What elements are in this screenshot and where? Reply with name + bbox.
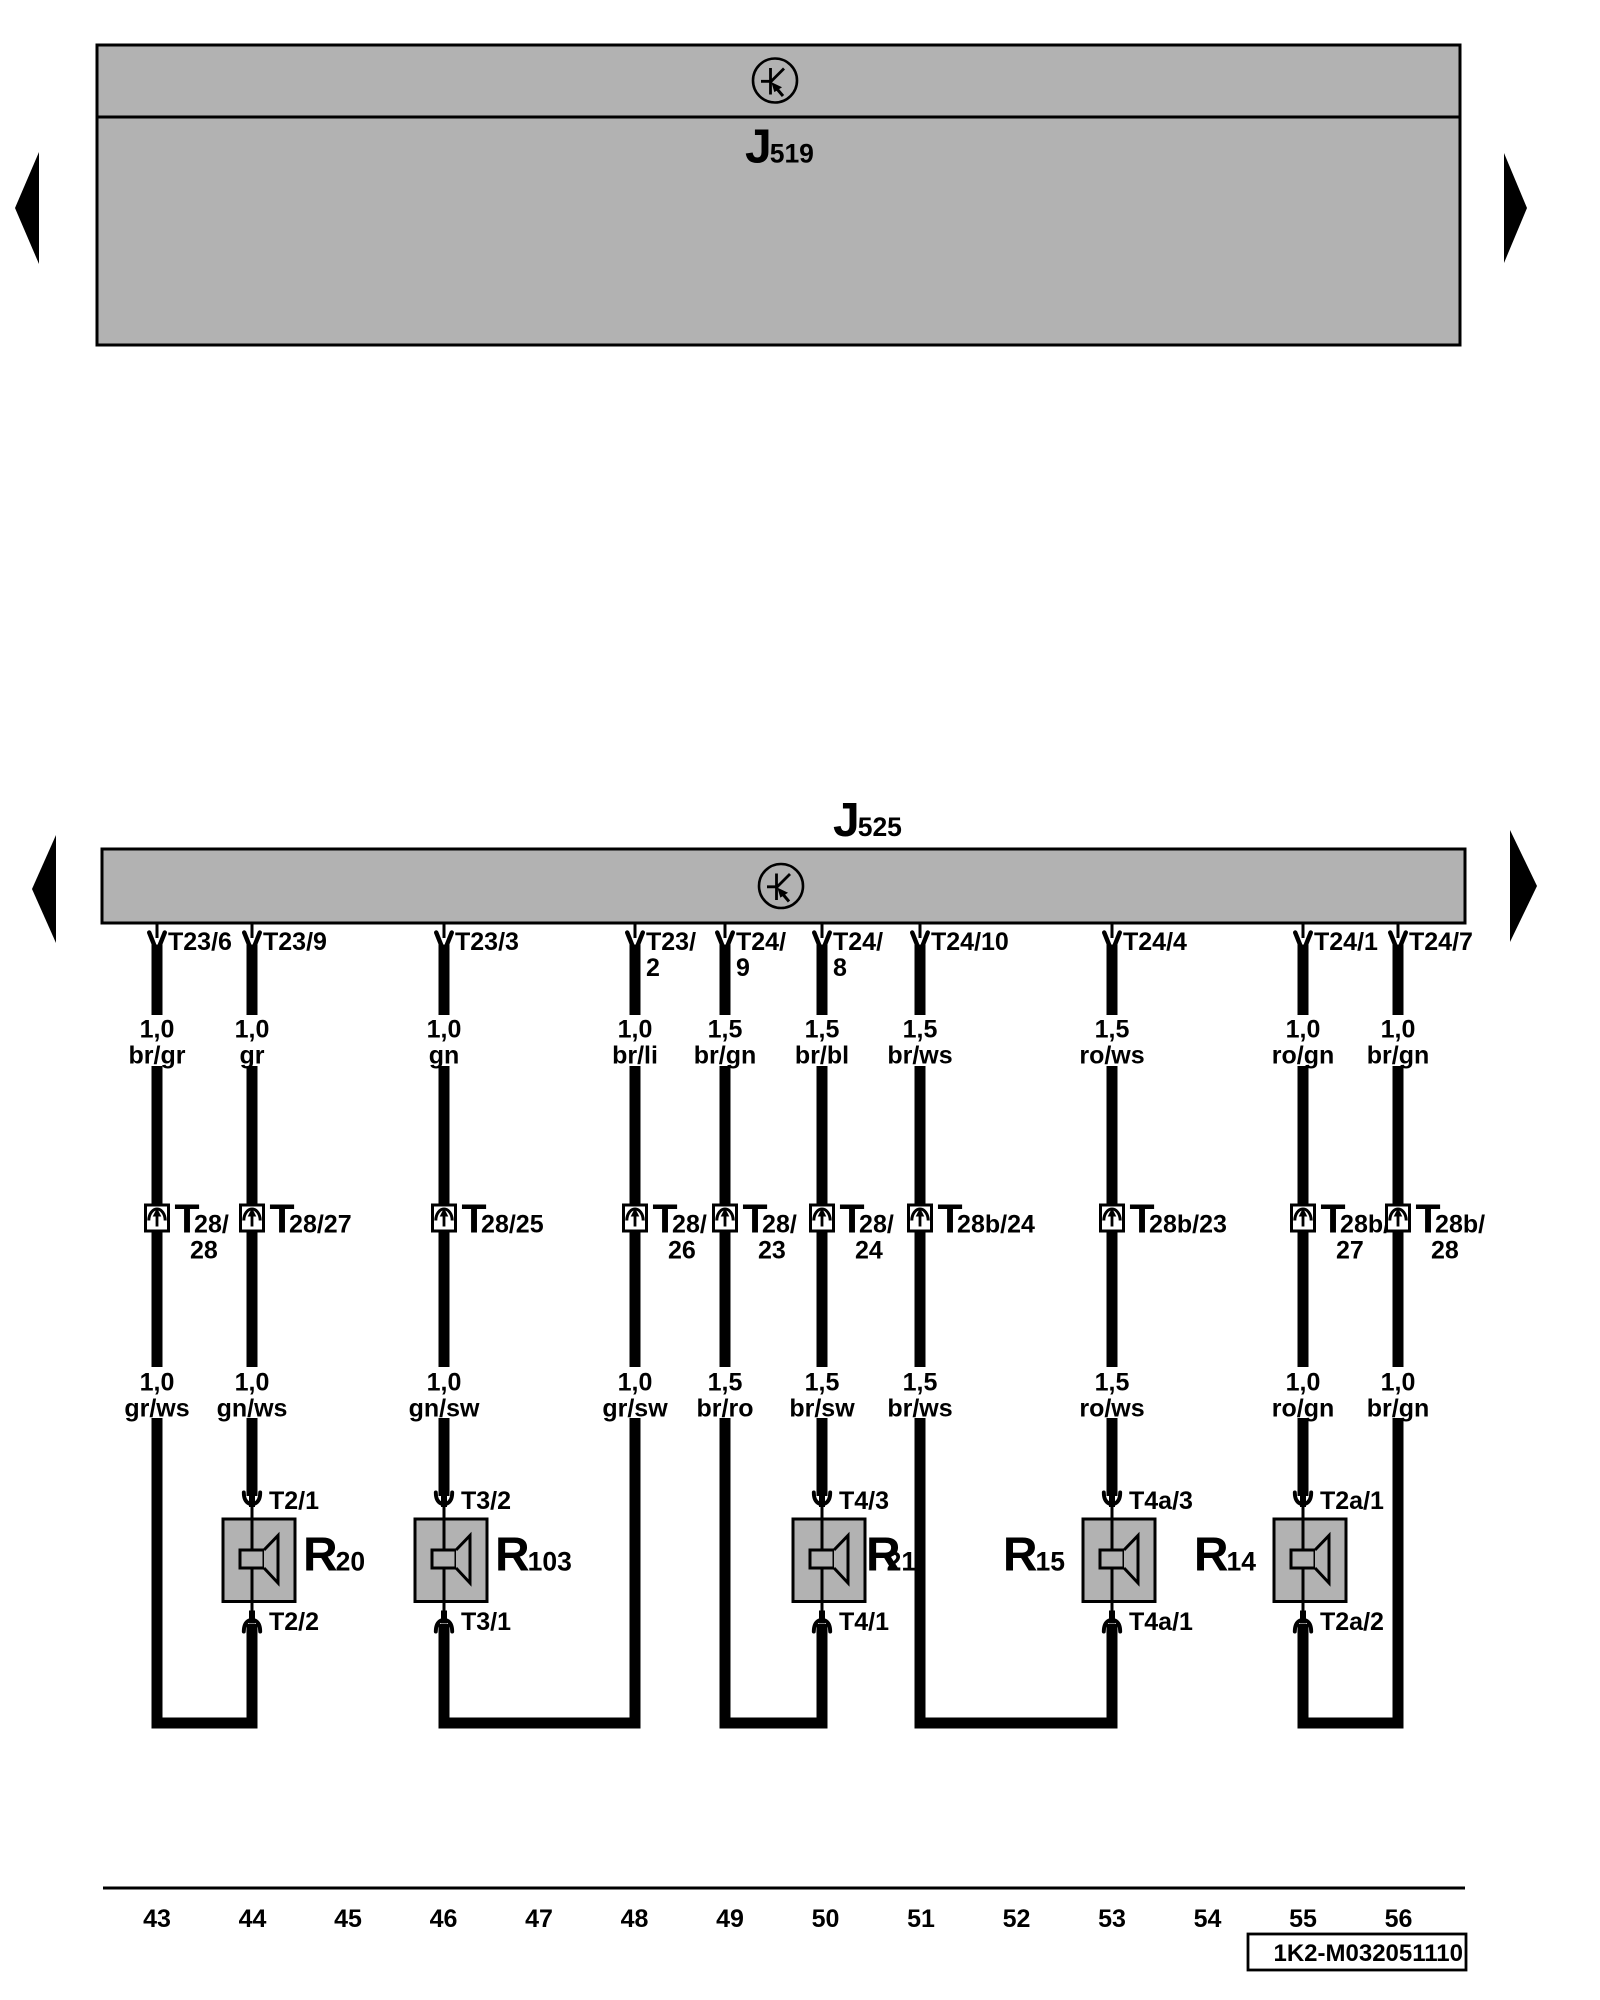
svg-text:gn: gn (429, 1042, 460, 1070)
svg-text:1,5: 1,5 (903, 1369, 938, 1397)
svg-text:56: 56 (1385, 1905, 1413, 1933)
svg-text:27: 27 (1336, 1237, 1364, 1265)
svg-text:T2a/2: T2a/2 (1320, 1608, 1384, 1636)
svg-text:28: 28 (190, 1237, 218, 1265)
svg-text:1,0: 1,0 (1286, 1369, 1321, 1397)
svg-text:T23/9: T23/9 (263, 928, 327, 956)
svg-text:T24/: T24/ (833, 928, 883, 956)
svg-text:br/ws: br/ws (887, 1042, 952, 1070)
svg-text:1,5: 1,5 (708, 1016, 743, 1044)
svg-text:1,5: 1,5 (1095, 1016, 1130, 1044)
svg-text:1,0: 1,0 (1381, 1016, 1416, 1044)
svg-text:8: 8 (833, 954, 847, 982)
svg-text:br/gn: br/gn (694, 1042, 757, 1070)
svg-text:1,0: 1,0 (140, 1016, 175, 1044)
svg-text:br/bl: br/bl (795, 1042, 849, 1070)
svg-text:br/gr: br/gr (129, 1042, 186, 1070)
svg-text:T4a/3: T4a/3 (1129, 1487, 1193, 1515)
svg-text:ro/ws: ro/ws (1079, 1395, 1144, 1423)
svg-text:T3/1: T3/1 (461, 1608, 511, 1636)
svg-text:50: 50 (812, 1905, 840, 1933)
svg-text:43: 43 (143, 1905, 171, 1933)
svg-text:1,5: 1,5 (805, 1369, 840, 1397)
svg-text:49: 49 (716, 1905, 744, 1933)
svg-text:br/sw: br/sw (789, 1395, 855, 1423)
svg-text:53: 53 (1098, 1905, 1126, 1933)
svg-text:T24/1: T24/1 (1314, 928, 1378, 956)
svg-text:T3/2: T3/2 (461, 1487, 511, 1515)
svg-text:1,5: 1,5 (805, 1016, 840, 1044)
svg-text:51: 51 (907, 1905, 935, 1933)
svg-text:T23/3: T23/3 (455, 928, 519, 956)
svg-text:T2a/1: T2a/1 (1320, 1487, 1384, 1515)
svg-text:55: 55 (1289, 1905, 1317, 1933)
svg-text:gr/sw: gr/sw (602, 1395, 668, 1423)
svg-text:1,0: 1,0 (618, 1369, 653, 1397)
svg-text:T23/6: T23/6 (168, 928, 232, 956)
svg-text:gn/ws: gn/ws (217, 1395, 288, 1423)
svg-text:52: 52 (1003, 1905, 1031, 1933)
svg-text:T24/7: T24/7 (1409, 928, 1473, 956)
svg-text:T28/: T28/ (743, 1196, 797, 1242)
svg-text:1,5: 1,5 (903, 1016, 938, 1044)
svg-text:br/gn: br/gn (1367, 1395, 1430, 1423)
svg-text:T23/: T23/ (646, 928, 696, 956)
svg-text:T4/3: T4/3 (839, 1487, 889, 1515)
svg-text:1,5: 1,5 (708, 1369, 743, 1397)
svg-text:1,5: 1,5 (1095, 1369, 1130, 1397)
svg-text:br/gn: br/gn (1367, 1042, 1430, 1070)
svg-text:54: 54 (1194, 1905, 1222, 1933)
svg-text:1,0: 1,0 (235, 1369, 270, 1397)
svg-text:T4/1: T4/1 (839, 1608, 889, 1636)
svg-text:1,0: 1,0 (235, 1016, 270, 1044)
svg-text:T4a/1: T4a/1 (1129, 1608, 1193, 1636)
svg-text:1,0: 1,0 (618, 1016, 653, 1044)
svg-text:br/ws: br/ws (887, 1395, 952, 1423)
svg-text:T28b/23: T28b/23 (1130, 1196, 1227, 1242)
svg-text:45: 45 (334, 1905, 362, 1933)
svg-text:1,0: 1,0 (1381, 1369, 1416, 1397)
svg-text:gn/sw: gn/sw (409, 1395, 480, 1423)
svg-text:T24/: T24/ (736, 928, 786, 956)
svg-text:br/ro: br/ro (697, 1395, 754, 1423)
svg-text:1,0: 1,0 (427, 1016, 462, 1044)
svg-text:gr: gr (240, 1042, 265, 1070)
svg-text:1,0: 1,0 (427, 1369, 462, 1397)
svg-text:24: 24 (855, 1237, 883, 1265)
svg-text:1,0: 1,0 (1286, 1016, 1321, 1044)
svg-text:ro/gn: ro/gn (1272, 1042, 1335, 1070)
svg-text:T2/2: T2/2 (269, 1608, 319, 1636)
svg-text:46: 46 (430, 1905, 458, 1933)
svg-text:1,0: 1,0 (140, 1369, 175, 1397)
svg-text:ro/gn: ro/gn (1272, 1395, 1335, 1423)
svg-text:T24/4: T24/4 (1123, 928, 1187, 956)
svg-text:48: 48 (621, 1905, 649, 1933)
svg-text:23: 23 (758, 1237, 786, 1265)
svg-text:44: 44 (239, 1905, 267, 1933)
svg-text:T2/1: T2/1 (269, 1487, 319, 1515)
svg-text:2: 2 (646, 954, 660, 982)
svg-text:28: 28 (1431, 1237, 1459, 1265)
svg-text:26: 26 (668, 1237, 696, 1265)
svg-text:gr/ws: gr/ws (124, 1395, 189, 1423)
svg-text:9: 9 (736, 954, 750, 982)
svg-text:ro/ws: ro/ws (1079, 1042, 1144, 1070)
svg-text:1K2-M032051110: 1K2-M032051110 (1274, 1940, 1464, 1967)
svg-text:T24/10: T24/10 (931, 928, 1009, 956)
svg-text:47: 47 (525, 1905, 553, 1933)
svg-text:br/li: br/li (612, 1042, 658, 1070)
